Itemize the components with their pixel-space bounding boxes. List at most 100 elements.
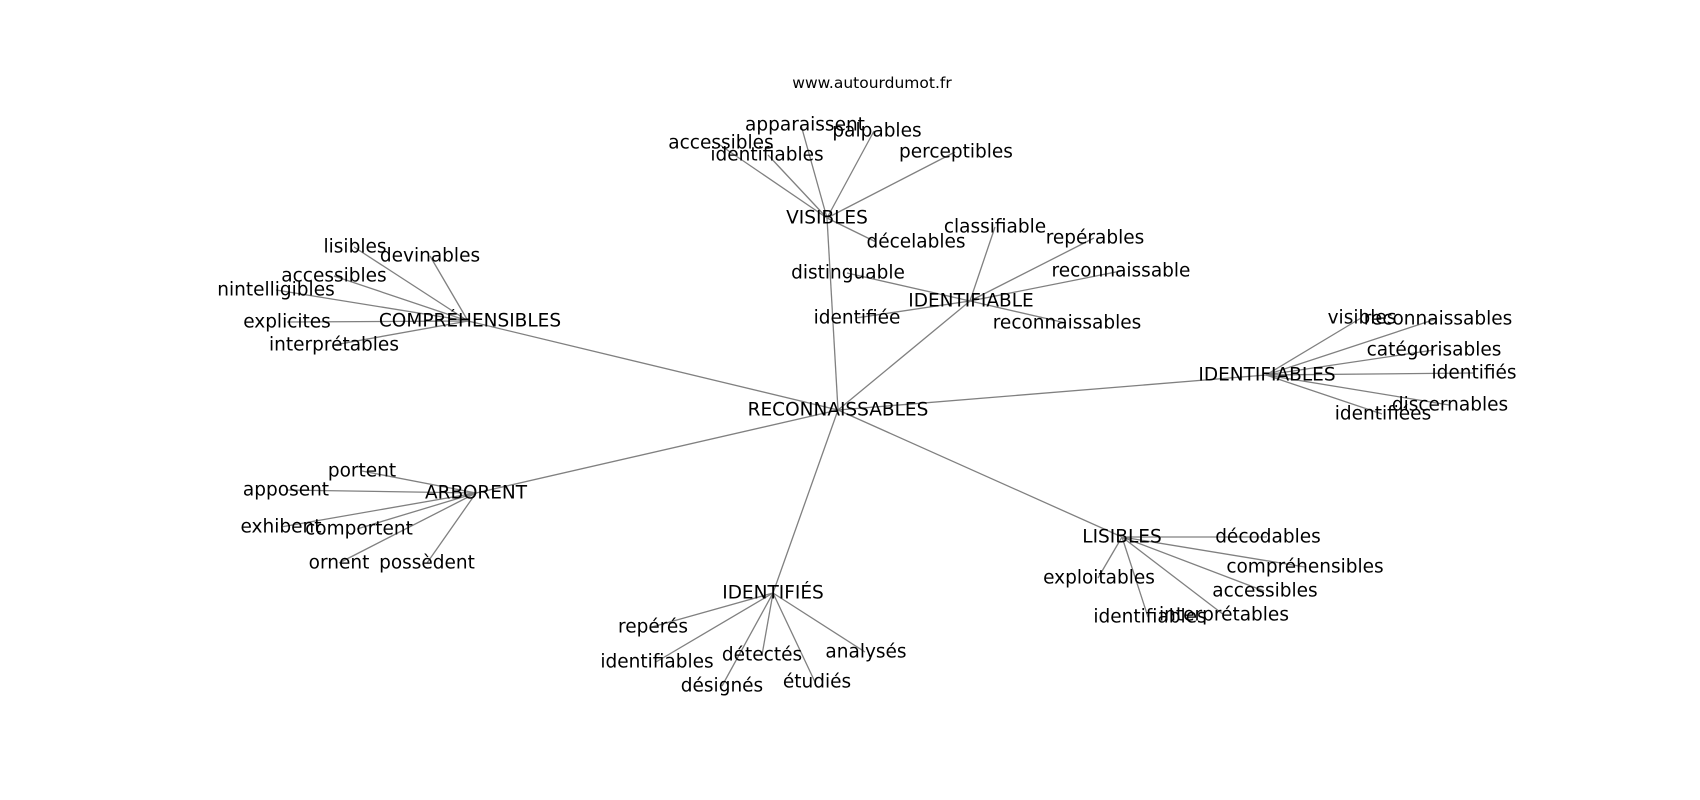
leaf-node-identifies-designes[interactable]: désignés <box>681 676 763 697</box>
leaf-node-comprehensibles-nintelligibles[interactable]: nintelligibles <box>217 280 334 301</box>
edge-arborent-comportent <box>356 492 477 530</box>
leaf-node-identifies-etudies[interactable]: étudiés <box>783 672 851 693</box>
edge-identifiables-identifiees <box>1265 374 1383 415</box>
edge-center-comprehensibles <box>467 320 839 411</box>
edge-identifiable-classifiable <box>969 226 996 302</box>
edge-arborent-apposent <box>285 489 477 494</box>
leaf-node-lisibles-comprehensibles[interactable]: compréhensibles <box>1226 557 1383 578</box>
graph-edges <box>275 124 1475 687</box>
edge-center-arborent <box>475 409 839 494</box>
edge-comprehensibles-nintelligibles <box>275 289 469 322</box>
leaf-node-visibles-accessibles[interactable]: accessibles <box>668 133 773 154</box>
edge-identifies-designes <box>721 592 774 687</box>
leaf-node-arborent-comportent[interactable]: comportent <box>305 519 413 540</box>
edge-lisibles-accessibles <box>1121 536 1265 592</box>
edge-comprehensibles-explicites <box>286 320 469 323</box>
edge-visibles-decelables <box>826 217 877 243</box>
leaf-node-identifiables-identifies[interactable]: identifiés <box>1431 363 1516 384</box>
leaf-node-visibles-perceptibles[interactable]: perceptibles <box>899 142 1013 163</box>
leaf-node-identifiable-distinguable[interactable]: distinguable <box>791 263 905 284</box>
leaf-node-identifiables-identifiees[interactable]: identifiées <box>1335 404 1431 425</box>
leaf-node-comprehensibles-explicites[interactable]: explicites <box>243 312 331 333</box>
leaf-node-identifiable-identifiee[interactable]: identifiée <box>814 308 901 329</box>
edge-arborent-ornent <box>338 492 477 564</box>
leaf-node-visibles-palpables[interactable]: palpables <box>832 121 921 142</box>
leaf-node-comprehensibles-devinables[interactable]: devinables <box>380 246 480 267</box>
edge-lisibles-exploitables <box>1097 536 1123 579</box>
edge-center-identifiables <box>837 374 1267 411</box>
edge-identifiable-reperables <box>969 237 1095 302</box>
edge-center-visibles <box>826 217 839 411</box>
leaf-node-comprehensibles-lisibles[interactable]: lisibles <box>324 237 387 258</box>
leaf-node-lisibles-accessibles[interactable]: accessibles <box>1212 581 1317 602</box>
edge-center-lisibles <box>837 409 1123 538</box>
leaf-node-lisibles-decodables[interactable]: décodables <box>1215 527 1321 548</box>
edge-visibles-identifiables <box>767 154 828 219</box>
edge-identifiables-reconnaissables <box>1265 318 1437 376</box>
leaf-node-lisibles-identifiables[interactable]: identifiables <box>1093 607 1206 628</box>
edge-identifiable-reconnaissables <box>969 300 1067 324</box>
edge-visibles-palpables <box>826 130 875 219</box>
edge-identifiables-identifies <box>1265 372 1475 376</box>
leaf-node-lisibles-exploitables[interactable]: exploitables <box>1043 568 1155 589</box>
hub-node-visibles[interactable]: VISIBLES <box>786 208 868 229</box>
edge-identifies-etudies <box>772 592 816 683</box>
edge-identifiables-discernables <box>1265 374 1450 406</box>
edge-arborent-portent <box>361 470 477 494</box>
hub-node-comprehensibles[interactable]: COMPRÉHENSIBLES <box>379 310 561 332</box>
leaf-node-identifiables-reconnaissables[interactable]: reconnaissables <box>1364 309 1513 330</box>
edge-identifies-identifiables <box>655 592 774 663</box>
edge-identifiables-categorisables <box>1265 349 1435 376</box>
leaf-node-arborent-exhibent[interactable]: exhibent <box>241 517 322 538</box>
leaf-node-identifiables-categorisables[interactable]: catégorisables <box>1367 340 1502 361</box>
hub-node-lisibles[interactable]: LISIBLES <box>1082 527 1161 548</box>
edge-comprehensibles-interpretables <box>333 320 469 346</box>
edge-identifiables-visibles <box>1265 317 1362 376</box>
leaf-node-lisibles-interpretables[interactable]: interprétables <box>1159 605 1289 626</box>
edge-visibles-perceptibles <box>826 151 956 219</box>
edge-lisibles-identifiables <box>1121 536 1149 618</box>
center-node[interactable]: RECONNAISSABLES <box>748 400 929 421</box>
edge-comprehensibles-accessibles <box>333 275 469 322</box>
leaf-node-comprehensibles-interpretables[interactable]: interprétables <box>269 335 399 356</box>
leaf-node-identifies-identifiables[interactable]: identifiables <box>600 652 713 673</box>
edge-center-identifiable <box>837 300 971 411</box>
edge-lisibles-comprehensibles <box>1121 536 1306 568</box>
leaf-node-arborent-apposent[interactable]: apposent <box>243 480 329 501</box>
leaf-node-identifiables-discernables[interactable]: discernables <box>1392 395 1508 416</box>
edge-arborent-possedent <box>426 492 477 564</box>
hub-node-identifies[interactable]: IDENTIFIÉS <box>722 582 824 604</box>
edge-identifies-detectes <box>761 592 774 656</box>
leaf-node-identifiable-reconnaissables[interactable]: reconnaissables <box>993 313 1142 334</box>
leaf-node-identifiable-reconnaissable[interactable]: reconnaissable <box>1052 261 1191 282</box>
leaf-node-identifiable-classifiable[interactable]: classifiable <box>944 217 1046 238</box>
edge-identifies-reperes <box>651 592 774 628</box>
leaf-node-arborent-ornent[interactable]: ornent <box>309 553 370 574</box>
edge-lisibles-interpretables <box>1121 536 1225 616</box>
leaf-node-visibles-decelables[interactable]: décelables <box>866 232 965 253</box>
leaf-node-identifies-analyses[interactable]: analysés <box>825 642 906 663</box>
hub-node-arborent[interactable]: ARBORENT <box>425 483 528 504</box>
edge-identifiable-distinguable <box>846 272 971 302</box>
hub-node-identifiables[interactable]: IDENTIFIABLES <box>1198 365 1335 386</box>
edge-comprehensibles-devinables <box>429 255 469 322</box>
leaf-node-arborent-portent[interactable]: portent <box>328 461 396 482</box>
edge-center-identifies <box>772 409 839 594</box>
leaf-node-comprehensibles-accessibles[interactable]: accessibles <box>281 266 386 287</box>
leaf-node-arborent-possedent[interactable]: possèdent <box>379 553 475 574</box>
edge-arborent-exhibent <box>280 492 477 528</box>
graph-labels: apparaissentpalpablesaccessiblesidentifi… <box>217 115 1516 697</box>
leaf-node-identifies-reperes[interactable]: repérés <box>618 617 688 638</box>
edge-visibles-apparaissent <box>800 124 828 219</box>
leaf-node-identifiables-visibles[interactable]: visibles <box>1328 308 1397 329</box>
edge-identifies-analyses <box>772 592 866 653</box>
leaf-node-visibles-apparaissent[interactable]: apparaissent <box>745 115 865 136</box>
hub-node-identifiable[interactable]: IDENTIFIABLE <box>908 291 1033 312</box>
leaf-node-visibles-identifiables[interactable]: identifiables <box>710 145 823 166</box>
leaf-node-identifiable-reperables[interactable]: repérables <box>1046 228 1145 249</box>
edge-identifiable-reconnaissable <box>969 270 1122 302</box>
leaf-node-identifies-detectes[interactable]: détectés <box>722 645 802 666</box>
edge-visibles-accessibles <box>716 142 828 219</box>
site-title: www.autourdumot.fr <box>792 74 952 92</box>
